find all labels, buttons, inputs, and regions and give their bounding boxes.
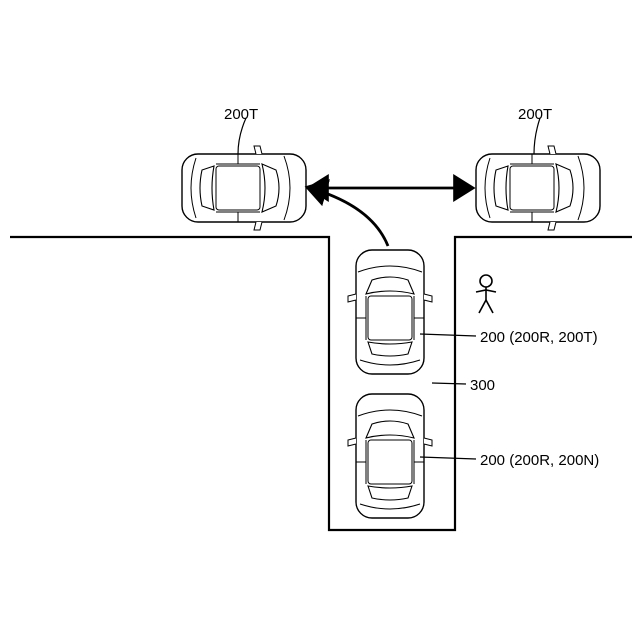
road-outline	[10, 237, 632, 530]
vehicle-rear	[348, 394, 432, 518]
leader-lane	[432, 383, 466, 384]
leader-top-right	[534, 118, 540, 154]
leader-front	[420, 334, 476, 336]
label-lane: 300	[470, 377, 495, 394]
vehicle-top-right	[476, 146, 600, 230]
label-top-right-vehicle: 200T	[518, 106, 552, 123]
pedestrian-icon	[476, 275, 496, 313]
vehicle-front	[348, 250, 432, 374]
leader-rear	[420, 457, 476, 459]
label-rear-vehicle: 200 (200R, 200N)	[480, 452, 599, 469]
vehicle-top-left	[182, 146, 306, 230]
label-front-vehicle: 200 (200R, 200T)	[480, 329, 598, 346]
label-top-left-vehicle: 200T	[224, 106, 258, 123]
leader-top-left	[238, 118, 246, 154]
